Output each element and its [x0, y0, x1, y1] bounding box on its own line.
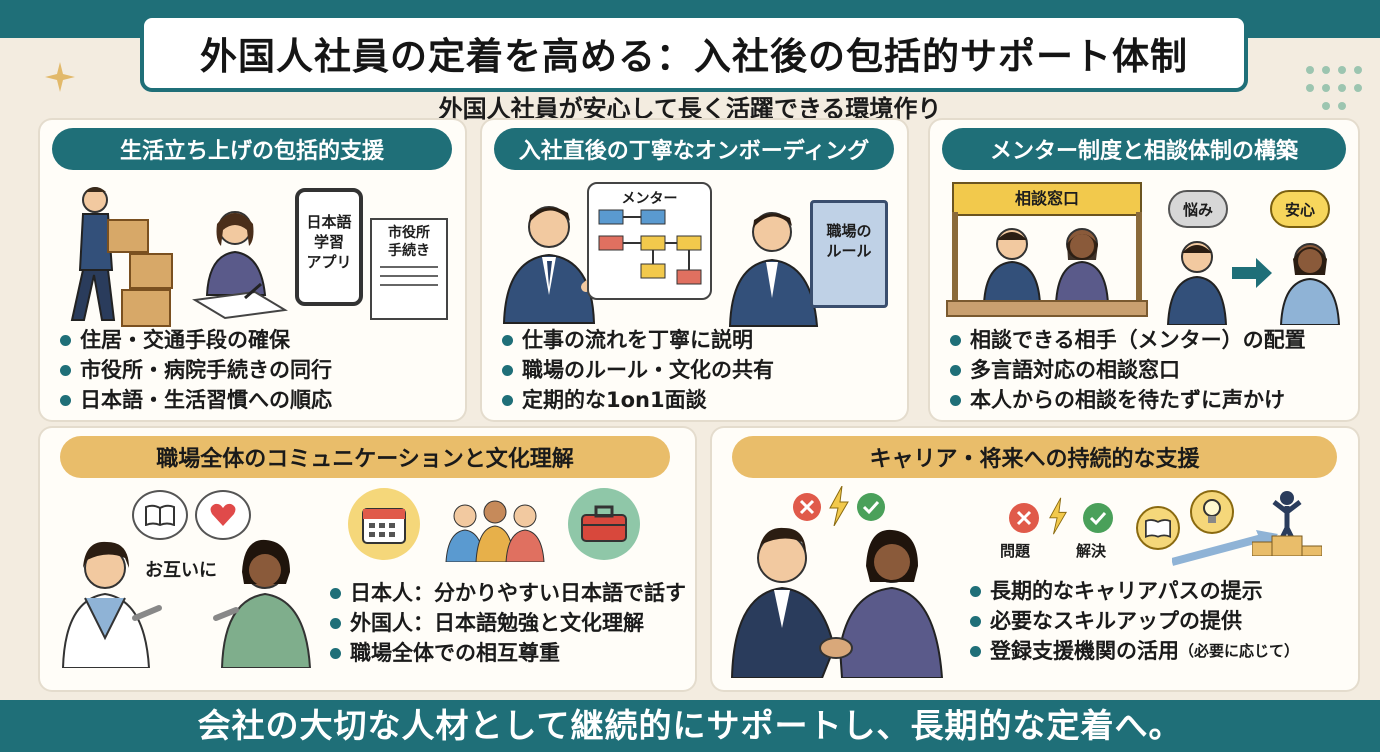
list-item: 住居・交通手段の確保 [60, 325, 332, 355]
book-icon [1145, 519, 1171, 538]
consultation-booth-icon: 相談窓口 [946, 182, 1148, 317]
sparkle-decoration-icon [45, 62, 75, 92]
panel-communication-header: 職場全体のコミュニケーションと文化理解 [60, 436, 670, 478]
growth-arrow-icon [1172, 530, 1278, 566]
phone-app-label: 日本語 学習 アプリ [306, 213, 352, 271]
book-circle [1136, 506, 1180, 550]
list-item-note: （必要に応じて） [1179, 642, 1300, 660]
lightbulb-circle [1190, 490, 1234, 534]
heart-icon [210, 503, 236, 526]
mentor-bullet-list: 相談できる相手（メンター）の配置 多言語対応の相談窓口 本人からの相談を待たずに… [950, 325, 1306, 415]
toolbox-icon [581, 505, 627, 542]
book-icon [145, 504, 175, 526]
list-item: 多言語対応の相談窓口 [950, 355, 1306, 385]
relieved-person-icon [1279, 243, 1341, 325]
list-item-main: 登録支援機関の活用 [990, 639, 1179, 663]
podium-icon [1252, 491, 1322, 556]
book-bubble [132, 490, 188, 540]
relief-label: 安心 [1284, 200, 1315, 219]
rulebook-label: 職場の ルール [826, 222, 872, 260]
worried-person-icon [1166, 241, 1228, 325]
list-item: 長期的なキャリアパスの提示 [970, 576, 1299, 606]
life-bullet-list: 住居・交通手段の確保 市役所・病院手続きの同行 日本語・生活習慣への順応 [60, 325, 332, 415]
toolbox-circle [568, 488, 640, 560]
worry-label: 悩み [1182, 200, 1213, 219]
smartphone-icon: 日本語 学習 アプリ [295, 188, 363, 306]
list-item: 定期的な1on1面談 [502, 385, 774, 415]
cross-icon [793, 493, 821, 521]
moving-boxes-person-icon [70, 187, 173, 327]
arrow-right-icon [1232, 258, 1272, 288]
presenter-person-icon [728, 212, 819, 327]
lightning-icon [829, 486, 849, 526]
list-item: 市役所・病院手続きの同行 [60, 355, 332, 385]
list-item: 必要なスキルアップの提供 [970, 606, 1299, 636]
japanese-worker-icon [61, 541, 162, 668]
booth-sign: 相談窓口 [952, 182, 1142, 216]
lightning-icon [1049, 497, 1067, 535]
rulebook-icon: 職場の ルール [810, 200, 888, 308]
problem-label: 問題 [1000, 542, 1031, 560]
calendar-icon [362, 508, 406, 544]
list-item: 職場のルール・文化の共有 [502, 355, 774, 385]
panel-communication: 職場全体のコミュニケーションと文化理解 お互いに [40, 428, 695, 690]
page-title: 外国人社員の定着を高める：入社後の包括的サポート体制 [140, 14, 1248, 92]
onboarding-bullet-list: 仕事の流れを丁寧に説明 職場のルール・文化の共有 定期的な1on1面談 [502, 325, 774, 415]
list-item: 外国人：日本語勉強と文化理解 [330, 608, 686, 638]
mutual-label: お互いに [145, 560, 217, 581]
solution-label: 解決 [1076, 542, 1107, 560]
flowchart-label: メンター [621, 191, 678, 207]
form-document-icon: 市役所 手続き [370, 218, 448, 320]
career-bullet-list: 長期的なキャリアパスの提示 必要なスキルアップの提供 登録支援機関の活用 （必要… [970, 576, 1299, 666]
check-icon [857, 493, 885, 521]
list-item: 日本人：分かりやすい日本語で話す [330, 578, 686, 608]
form-label: 市役所 手続き [388, 225, 430, 259]
team-icon [445, 500, 545, 562]
solution-icon [1083, 503, 1113, 533]
list-item: 登録支援機関の活用 （必要に応じて） [970, 636, 1299, 666]
page-subtitle: 外国人社員が安心して長く活躍できる環境作り [438, 95, 942, 123]
panel-onboarding: 入社直後の丁寧なオンボーディング メンター 職場の ルール 仕事の流れを丁寧に説 [482, 120, 907, 420]
flowchart-icon: メンター [587, 182, 712, 300]
list-item: 仕事の流れを丁寧に説明 [502, 325, 774, 355]
panel-life-support: 生活立ち上げの包括的支援 日本語 学習 アプリ 市役所 手続き 住居・交通手段の… [40, 120, 465, 420]
panel-onboarding-header: 入社直後の丁寧なオンボーディング [494, 128, 894, 170]
worry-bubble: 悩み [1168, 190, 1228, 228]
list-item: 日本語・生活習慣への順応 [60, 385, 332, 415]
list-item: 相談できる相手（メンター）の配置 [950, 325, 1306, 355]
writing-person-icon [192, 211, 288, 320]
list-item: 職場全体での相互尊重 [330, 638, 686, 668]
calendar-circle [348, 488, 420, 560]
panel-life-header: 生活立ち上げの包括的支援 [52, 128, 452, 170]
foreign-worker-icon [213, 539, 312, 668]
problem-icon [1009, 503, 1039, 533]
footer-message: 会社の大切な人材として継続的にサポートし、長期的な定着へ。 [0, 700, 1380, 752]
wrench-icon [132, 605, 162, 621]
panel-career: キャリア・将来への持続的な支援 問題 解決 長期的なキャリアパスの提示 必要なス… [712, 428, 1358, 690]
panel-career-header: キャリア・将来への持続的な支援 [732, 436, 1337, 478]
handshake-icon [730, 527, 944, 678]
panel-mentor: メンター制度と相談体制の構築 相談窓口 悩み 安心 相談できる [930, 120, 1358, 420]
dot-pattern-decoration [1306, 66, 1362, 110]
communication-bullet-list: 日本人：分かりやすい日本語で話す 外国人：日本語勉強と文化理解 職場全体での相互… [330, 578, 686, 668]
lightbulb-icon [1203, 499, 1221, 523]
panel-mentor-header: メンター制度と相談体制の構築 [942, 128, 1346, 170]
relief-bubble: 安心 [1270, 190, 1330, 228]
heart-bubble [195, 490, 251, 540]
list-item: 本人からの相談を待たずに声かけ [950, 385, 1306, 415]
